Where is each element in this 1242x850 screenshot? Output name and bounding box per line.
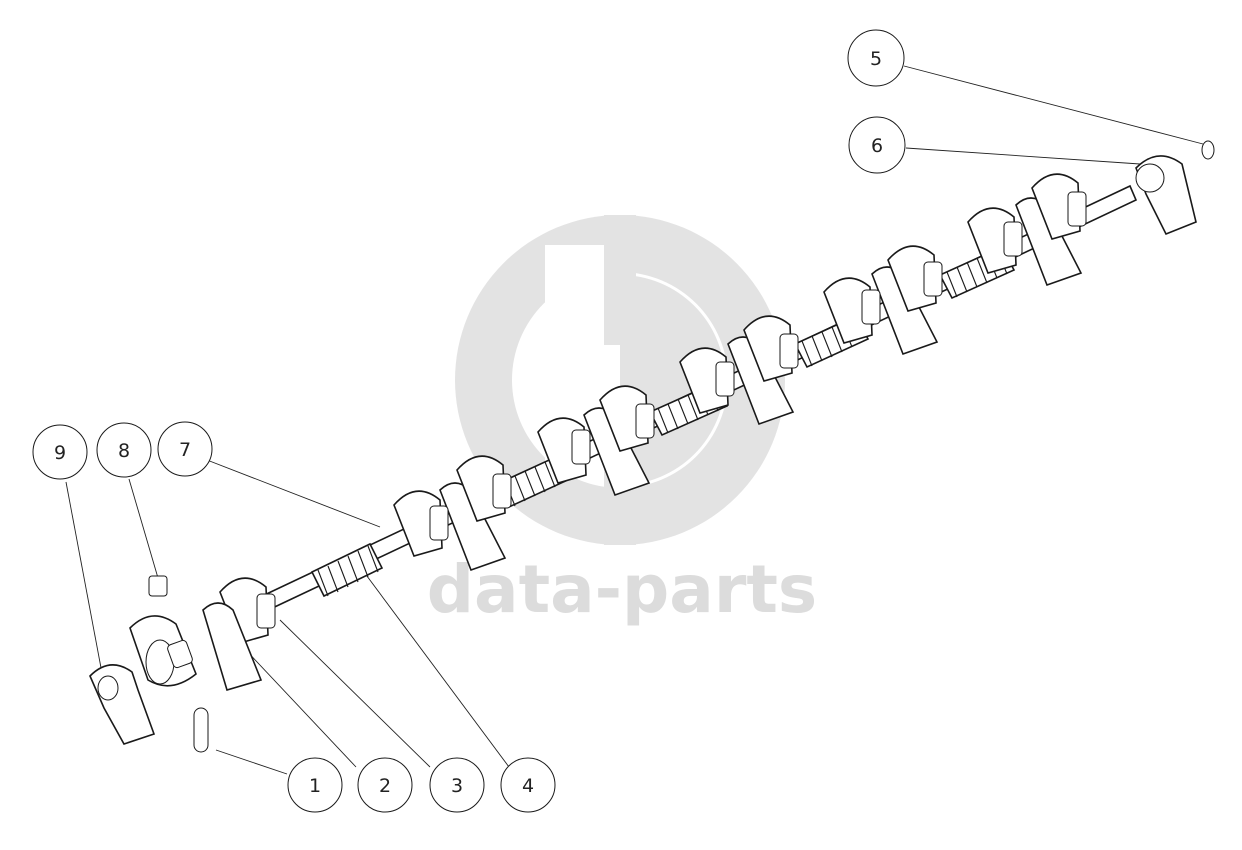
rocker-arm-group <box>456 455 512 522</box>
right-end-parts <box>1135 140 1215 236</box>
callout-1: 1 <box>287 757 343 813</box>
callout-3: 3 <box>429 757 485 813</box>
rocker-arm-group <box>393 482 507 572</box>
callout-label-2: 2 <box>379 775 391 797</box>
callout-label-1: 1 <box>309 775 321 797</box>
callout-4: 4 <box>500 757 556 813</box>
callout-label-9: 9 <box>54 442 66 464</box>
callout-8: 8 <box>96 422 152 478</box>
rocker-arm-group <box>823 266 939 356</box>
callouts: 1 2 3 4 5 6 7 8 <box>32 29 906 813</box>
callout-5: 5 <box>847 29 905 87</box>
callout-2: 2 <box>357 757 413 813</box>
rocker-arm-group <box>743 315 799 382</box>
rocker-arm-group <box>537 407 651 497</box>
pin <box>193 707 209 753</box>
rocker-arm-group <box>887 245 943 312</box>
callout-7: 7 <box>157 421 213 477</box>
rocker-arms <box>202 173 1087 691</box>
callout-label-3: 3 <box>451 775 463 797</box>
callout-label-4: 4 <box>522 775 534 797</box>
rocker-arm-group <box>599 385 655 452</box>
watermark-text: data-parts <box>427 551 817 628</box>
snap-ring <box>1201 140 1215 160</box>
callout-6: 6 <box>848 116 906 174</box>
callout-9: 9 <box>32 424 88 480</box>
left-end-parts <box>89 575 209 753</box>
nut <box>148 575 168 597</box>
rocker-arm-group <box>1031 173 1087 240</box>
callout-label-6: 6 <box>871 135 883 157</box>
callout-label-7: 7 <box>179 439 191 461</box>
callout-label-8: 8 <box>118 440 130 462</box>
callout-label-5: 5 <box>870 48 882 70</box>
rocker-arm-group <box>202 577 276 691</box>
